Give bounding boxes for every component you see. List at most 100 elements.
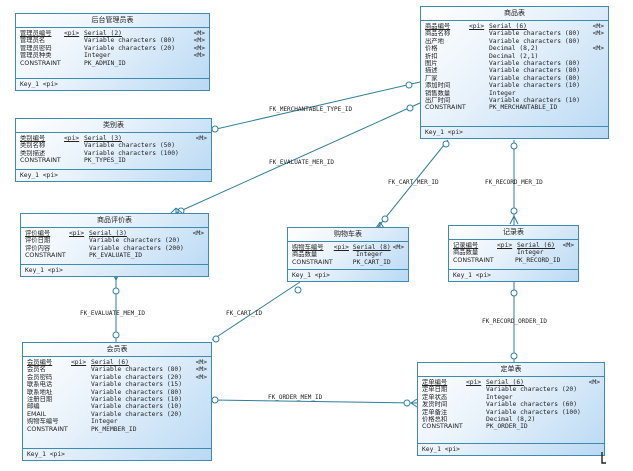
entity-keys: Key_1 <pi> — [16, 78, 209, 90]
entity-title: 定单表 — [418, 363, 604, 377]
attribute-row[interactable]: 购物车编号<pi>Serial (8)<M> — [292, 244, 404, 251]
attribute-name: 购物车编号 — [27, 418, 59, 426]
attribute-name: 商品数量 — [292, 251, 318, 259]
mandatory-flag: <M> — [562, 242, 574, 249]
data-type: Integer — [489, 89, 516, 97]
mandatory-flag — [193, 403, 207, 410]
mandatory-flag — [590, 82, 604, 89]
attribute-name: 管理员编号 — [20, 30, 52, 37]
attribute-name: CONSTRAINT — [20, 59, 61, 67]
key-indicator — [466, 401, 486, 408]
attribute-row[interactable]: 评价编号<pi>Serial (3)<M> — [25, 230, 204, 237]
attribute-row[interactable]: 类别编号<pi>Serial (3)<M> — [20, 135, 207, 142]
data-type: Variable characters (20) — [89, 237, 180, 245]
link-cart[interactable] — [211, 281, 301, 341]
attribute-name: CONSTRAINT — [453, 256, 494, 264]
link-evaluate-mer[interactable] — [175, 102, 421, 214]
attribute-row[interactable]: 管理员编号<pi>Serial (2)<M> — [20, 30, 205, 37]
cardinality-circle — [405, 81, 413, 89]
attribute-row[interactable]: 定单编号<pi>Serial (6)<M> — [422, 379, 600, 386]
mandatory-flag: <M> — [193, 52, 205, 60]
entity-title: 会员表 — [23, 343, 211, 357]
attribute-name: 会员名 — [27, 366, 46, 374]
key-indicator — [64, 150, 84, 157]
data-type: Variable characters (10) — [91, 403, 182, 411]
data-type: PK_RECORD_ID — [514, 256, 561, 264]
mandatory-flag: <M> — [195, 359, 207, 366]
cardinality-circle — [112, 287, 120, 295]
attribute-name: CONSTRAINT — [25, 252, 66, 260]
attribute-row[interactable]: CONSTRAINT PK_RECORD_ID — [453, 257, 574, 264]
attribute-row[interactable]: 会员编号<pi>Serial (6)<M> — [27, 359, 207, 366]
key-indicator — [466, 386, 486, 393]
attribute-row[interactable]: 商品编号<pi>Serial (6)<M> — [425, 23, 604, 30]
data-type: PK_MEMBER_ID — [91, 425, 137, 433]
link-merchantable-type[interactable] — [211, 81, 421, 131]
data-type: PK_ORDER_ID — [486, 423, 528, 431]
data-type: Serial (6) — [486, 379, 524, 386]
key-indicator — [71, 374, 91, 381]
cardinality-circle — [211, 396, 219, 404]
link-cart-mer[interactable] — [377, 139, 449, 228]
attribute-row[interactable]: 记录编号<pi>Serial (6)<M> — [453, 242, 574, 249]
attribute-name: 联系地址 — [27, 388, 53, 396]
key-indicator — [497, 249, 517, 256]
mandatory-flag: <M> — [193, 44, 205, 52]
cardinality-circle — [294, 286, 302, 294]
data-type: Variable characters (80) — [489, 30, 580, 38]
link-order-mem[interactable] — [211, 399, 418, 404]
data-type: Variable characters (60) — [486, 401, 577, 409]
mandatory-flag — [391, 259, 404, 266]
mandatory-flag — [560, 257, 574, 264]
data-type: Serial (6) — [489, 23, 527, 30]
mandatory-flag — [586, 416, 600, 423]
